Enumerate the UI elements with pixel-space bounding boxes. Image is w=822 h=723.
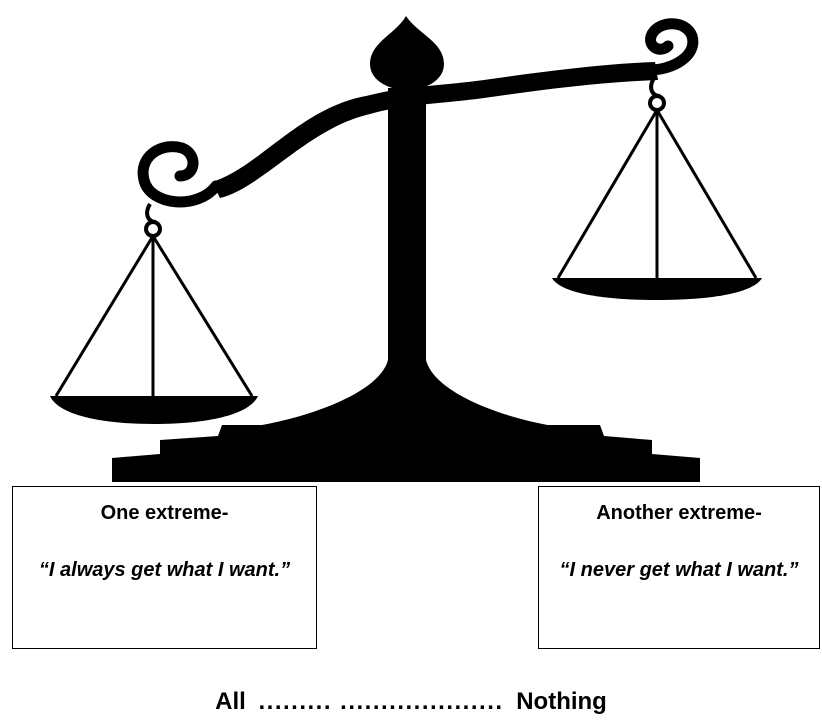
hanger-hook-right xyxy=(649,76,661,98)
unbalanced-scale-icon xyxy=(50,16,762,482)
extreme-box-always: One extreme- “I always get what I want.” xyxy=(12,486,317,649)
extreme-heading: One extreme- xyxy=(100,502,229,524)
spectrum-label-nothing: Nothing xyxy=(516,688,607,715)
hanger-ring-left xyxy=(144,220,162,238)
beam-scroll-left xyxy=(137,141,222,208)
hanger-ring-right xyxy=(648,94,666,112)
extreme-quote: “I always get what I want.” xyxy=(38,559,291,581)
scale-foot xyxy=(250,360,560,427)
scale-beam xyxy=(212,62,658,198)
extreme-heading: Another extreme- xyxy=(596,502,762,524)
scale-pan-right xyxy=(552,278,762,300)
spectrum-label-all: All xyxy=(215,688,246,715)
scale-column xyxy=(388,88,426,370)
all-nothing-spectrum: All ......... .................... Nothi… xyxy=(0,688,822,716)
scale-base xyxy=(112,425,700,482)
beam-scroll-right xyxy=(644,18,699,76)
scale-pan-left xyxy=(50,396,258,424)
hanger-hook-left xyxy=(145,202,157,224)
spectrum-dots: ......... .................... xyxy=(258,688,504,715)
scale-finial xyxy=(370,16,444,90)
extreme-quote: “I never get what I want.” xyxy=(559,559,799,581)
extreme-box-never: Another extreme- “I never get what I wan… xyxy=(538,486,820,649)
